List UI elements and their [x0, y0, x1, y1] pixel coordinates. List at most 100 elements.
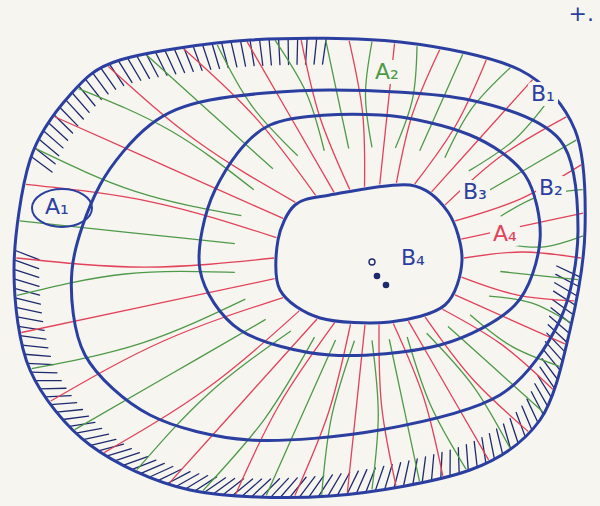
hatch-stroke [431, 455, 433, 481]
hatch-stroke [242, 479, 262, 496]
center-dot [369, 259, 375, 265]
center-dot [374, 273, 379, 278]
green-ray [203, 337, 314, 490]
area-label: A₄ [490, 222, 520, 246]
region-boundary [199, 114, 540, 355]
center-dot [383, 282, 388, 287]
region-label: B₃ [460, 180, 490, 204]
hatch-stroke [35, 380, 61, 381]
hatch-stroke [385, 465, 393, 490]
hatch-stroke [51, 403, 77, 405]
hatch-stroke [20, 336, 46, 339]
red-ray [464, 252, 581, 258]
hatch-stroke [203, 45, 211, 70]
hatch-stroke [137, 56, 150, 79]
hatch-stroke [22, 345, 48, 348]
hatching [14, 38, 580, 497]
hatch-stroke [17, 317, 43, 322]
area-label: A₂ [372, 60, 402, 84]
green-ray [389, 339, 419, 481]
red-ray [16, 258, 274, 267]
hatch-stroke [240, 41, 245, 67]
red-ray [170, 319, 317, 482]
hatch-stroke [422, 457, 425, 483]
area-label: A₁ [42, 195, 72, 219]
region-label: B₄ [398, 246, 428, 270]
hatch-stroke [31, 372, 57, 374]
region-boundary [71, 90, 578, 441]
hatch-stroke [14, 260, 38, 269]
hatch-stroke [314, 38, 317, 64]
hatch-stroke [403, 461, 408, 486]
red-ray [461, 213, 583, 239]
hatch-stroke [15, 298, 40, 304]
region-node: B₄ B₃ B₂ B₁ [10, 36, 589, 500]
hatch-stroke [252, 479, 271, 497]
green-ray [32, 299, 246, 368]
region-node: B₄ [274, 181, 466, 326]
hatch-stroke [27, 363, 53, 364]
hatch-stroke [14, 269, 39, 277]
hatch-stroke [118, 61, 132, 83]
hatch-stroke [449, 450, 450, 476]
hatch-stroke [557, 266, 581, 277]
region-boundary [14, 38, 585, 497]
region-node: B₄ B₃ B₂ [68, 86, 582, 444]
green-ray [275, 40, 324, 150]
hatch-stroke [185, 476, 207, 489]
hatch-stroke [76, 428, 102, 433]
red-ray [347, 325, 365, 493]
hatch-stroke [40, 388, 66, 390]
hatch-stroke [542, 359, 558, 380]
hatch-stroke [98, 444, 123, 451]
hatch-stroke [260, 39, 263, 65]
hatch-stroke [176, 474, 199, 487]
hatch-stroke [328, 474, 341, 496]
red-ray [26, 184, 277, 237]
hatch-stroke [14, 288, 39, 295]
region-label: B₁ [528, 82, 558, 106]
red-ray [51, 298, 283, 401]
green-ray [137, 331, 291, 470]
hatch-stroke [540, 367, 555, 388]
green-ray [217, 45, 297, 156]
green-ray [326, 40, 349, 148]
hatch-stroke [63, 416, 89, 419]
region-outline [10, 36, 589, 500]
region-outline [68, 86, 582, 444]
red-ray [442, 309, 552, 389]
green-ray [500, 271, 578, 279]
green-ray [372, 340, 378, 489]
red-ray [455, 165, 581, 221]
green-ray [427, 333, 510, 447]
hatch-stroke [174, 49, 184, 73]
hatch-stroke [375, 466, 384, 491]
red-ray [462, 277, 575, 301]
hatch-stroke [223, 479, 244, 495]
region-label: B₂ [536, 176, 566, 200]
corner-mark: +. [566, 2, 597, 26]
hatch-stroke [279, 39, 280, 65]
red-ray [183, 48, 315, 195]
red-ray [455, 295, 565, 344]
red-ray [425, 317, 528, 431]
hatch-stroke [214, 478, 235, 493]
red-ray [295, 324, 351, 495]
region-boundary [276, 185, 462, 323]
hatch-stroke [91, 439, 116, 445]
hatch-stroke [14, 279, 39, 286]
red-ray [55, 117, 283, 219]
hatch-stroke [466, 445, 468, 471]
green-ray [365, 42, 372, 148]
green-ray [420, 54, 463, 151]
hatch-stroke [165, 50, 176, 74]
hatch-stroke [24, 354, 50, 356]
hatch-stroke [16, 307, 41, 312]
hatch-stroke [57, 410, 83, 413]
hatch-stroke [269, 39, 271, 65]
red-ray [108, 66, 295, 202]
hatch-stroke [127, 58, 140, 80]
